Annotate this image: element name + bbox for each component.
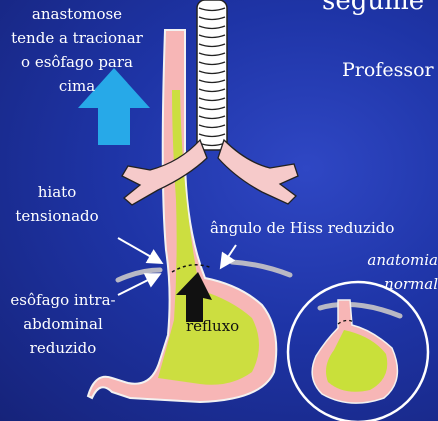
label-anastomose-line: cima — [2, 74, 152, 98]
bronchus-right — [218, 140, 298, 204]
normal-anatomy-inset — [288, 282, 428, 421]
label-refluxo: refluxo — [186, 314, 239, 338]
label-anastomose-line: anastomose — [2, 2, 152, 26]
label-esofago: esôfago intra- abdominal reduzido — [0, 288, 126, 360]
label-esofago-line: esôfago intra- — [0, 288, 126, 312]
label-normal: anatomia normal — [344, 248, 438, 296]
label-anastomose-line: tende a tracionar — [2, 26, 152, 50]
diaphragm-right — [232, 262, 290, 275]
label-normal-line: normal — [344, 272, 438, 296]
label-hiss: ângulo de Hiss reduzido — [210, 216, 394, 240]
subtitle-fragment: Professor — [342, 58, 434, 82]
label-anastomose-line: o esôfago para — [2, 50, 152, 74]
title-fragment: segume — [322, 0, 424, 16]
label-anastomose: anastomose tende a tracionar o esôfago p… — [2, 2, 152, 98]
label-esofago-line: reduzido — [0, 336, 126, 360]
label-hiato: hiato tensionado — [2, 180, 112, 228]
label-hiato-line: hiato — [2, 180, 112, 204]
diaphragm-left — [118, 270, 160, 280]
pointer-arrow-icon — [118, 238, 160, 262]
label-normal-line: anatomia — [344, 248, 438, 272]
trachea — [197, 0, 227, 150]
label-esofago-line: abdominal — [0, 312, 126, 336]
label-hiato-line: tensionado — [2, 204, 112, 228]
